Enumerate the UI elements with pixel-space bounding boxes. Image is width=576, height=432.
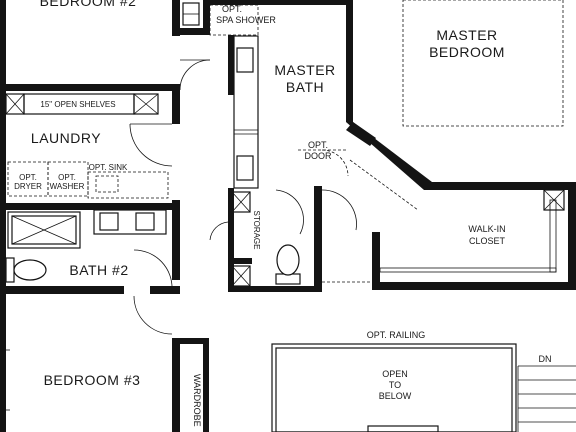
diagonal-wall-short [346, 122, 376, 146]
labels: BEDROOM #2 OPT. SPA SHOWER MASTER BEDROO… [14, 0, 551, 427]
doors [129, 59, 419, 335]
label-opt-dryer-1: OPT. [19, 173, 37, 182]
label-wardrobe: WARDROBE [192, 374, 202, 427]
label-open-1: OPEN [382, 369, 408, 379]
label-laundry: LAUNDRY [31, 130, 101, 146]
label-master-bedroom-2: BEDROOM [429, 44, 505, 60]
label-down: DN [539, 354, 552, 364]
label-walk-in-1: WALK-IN [468, 224, 505, 234]
label-open-shelves: 15" OPEN SHELVES [40, 100, 115, 109]
label-bedroom3: BEDROOM #3 [44, 372, 141, 388]
label-opt-door-2: DOOR [305, 151, 333, 161]
label-open-3: BELOW [379, 391, 412, 401]
label-bedroom2: BEDROOM #2 [40, 0, 137, 9]
label-opt-sink: OPT. SINK [89, 163, 128, 172]
label-opt-washer-2: WASHER [50, 182, 85, 191]
label-master-bath-1: MASTER [274, 62, 335, 78]
label-opt-dryer-2: DRYER [14, 182, 42, 191]
label-opt-washer-1: OPT. [58, 173, 76, 182]
label-spa-shower: SPA SHOWER [216, 15, 276, 25]
label-walk-in-2: CLOSET [469, 236, 506, 246]
label-opt-railing: OPT. RAILING [367, 330, 426, 340]
label-master-bath-2: BATH [286, 79, 324, 95]
label-open-2: TO [389, 380, 401, 390]
label-master-bedroom-1: MASTER [436, 27, 497, 43]
label-spa-shower-opt: OPT. [222, 4, 242, 14]
label-storage: STORAGE [252, 211, 261, 250]
label-opt-door-1: OPT. [308, 140, 328, 150]
fixtures [5, 0, 576, 432]
label-bath2: BATH #2 [69, 262, 128, 278]
